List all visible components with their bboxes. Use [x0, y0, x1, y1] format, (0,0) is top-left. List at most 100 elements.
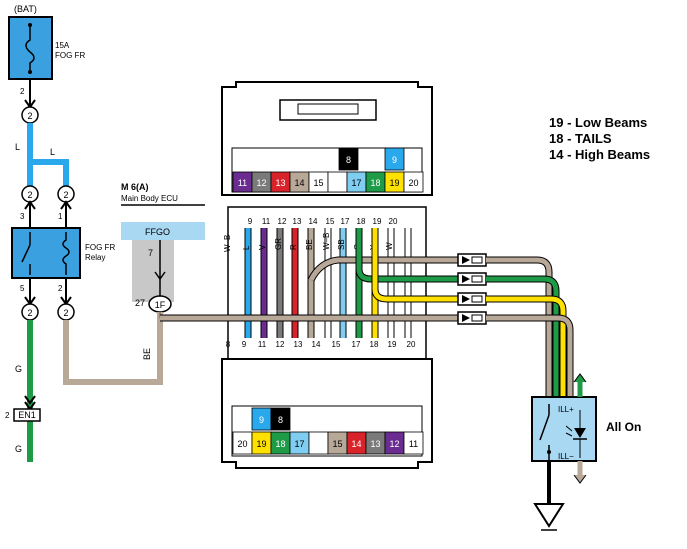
harness-bottom-number: 13 — [294, 340, 303, 349]
en1-label: EN1 — [18, 410, 36, 420]
bat-label: (BAT) — [14, 4, 37, 14]
wire-code-label: BE — [142, 348, 152, 360]
connector-pin-label: 2 — [27, 190, 32, 200]
led-ray-icon — [565, 425, 573, 432]
ecu-pin-name: FFGO — [145, 227, 170, 237]
harness-top-number: 18 — [357, 217, 366, 226]
connector-pin-label: 2 — [63, 190, 68, 200]
legend-line: 18 - TAILS — [549, 131, 612, 146]
fuse-pin-label: 2 — [20, 87, 25, 96]
harness-top-number: 17 — [341, 217, 350, 226]
connector-cell-label: 15 — [313, 178, 323, 188]
connector-cell-label: 12 — [389, 439, 399, 449]
fuse-name-label: FOG FR — [55, 51, 85, 60]
harness-bottom-number: 11 — [258, 340, 267, 349]
connector-cell-label: 17 — [294, 439, 304, 449]
connector-cell — [403, 431, 424, 455]
all-on-label: All On — [606, 420, 641, 434]
ecu-pin-box — [121, 222, 205, 240]
ecu-conn-pin: 27 — [135, 298, 145, 308]
plug-arrow-icon — [462, 275, 470, 283]
plug-arrow-icon — [462, 314, 470, 322]
wire-beige-BE — [63, 313, 163, 385]
arrow-down-icon — [24, 395, 36, 405]
connector-cell — [338, 147, 359, 171]
wire-code-label: G — [15, 444, 22, 454]
wire-code-label: W–B — [223, 235, 232, 252]
plug-tip-icon — [471, 275, 483, 283]
right-wire — [486, 276, 559, 397]
harness-top-number: 19 — [373, 217, 382, 226]
wire-blue-L — [27, 123, 69, 186]
harness-bottom-number: 9 — [242, 340, 247, 349]
harness-bottom-number: 12 — [276, 340, 285, 349]
wire-code-label: R — [289, 244, 298, 250]
connector-cell-label: 9 — [259, 415, 264, 425]
fuse-terminal-icon — [28, 70, 32, 74]
harness-bottom-number: 15 — [332, 340, 341, 349]
connector-cell-label: 17 — [351, 178, 361, 188]
plug-arrow-icon — [462, 295, 470, 303]
right-wire — [356, 240, 458, 282]
legend-line: 19 - Low Beams — [549, 115, 647, 130]
connector-cell — [327, 171, 348, 193]
plug-arrow-icon — [462, 256, 470, 264]
relay-switch-icon — [21, 244, 31, 263]
harness-top-number: 13 — [293, 217, 302, 226]
top-connector-latch — [297, 103, 359, 115]
connector-cell-label: 12 — [256, 178, 266, 188]
connector-cell-label: 20 — [237, 439, 247, 449]
switch-icon — [539, 414, 550, 441]
harness-top-number: 9 — [248, 217, 253, 226]
right-wires — [160, 240, 574, 397]
ecu-pin-no: 7 — [148, 248, 153, 258]
harness-bottom-number: 17 — [352, 340, 361, 349]
ecu-conn-id: 1F — [155, 300, 166, 310]
wire-code-label: L — [15, 142, 20, 152]
connector-cell — [270, 407, 291, 431]
connector-cell-label: 13 — [275, 178, 285, 188]
relay-name-label: FOG FR — [85, 243, 115, 252]
connector-cell-label: 18 — [275, 439, 285, 449]
wire-code-label: L — [242, 245, 251, 250]
wire-code-label: V — [258, 244, 267, 250]
fuse-symbol-icon — [25, 25, 35, 72]
connector-cell-label: 8 — [278, 415, 283, 425]
led-icon — [574, 428, 586, 438]
connector-pin-label: 2 — [27, 308, 32, 318]
connector-cell-label: 19 — [256, 439, 266, 449]
relay-pin-label: 5 — [20, 284, 25, 293]
harness-top-number: 12 — [278, 217, 287, 226]
plug-tip-icon — [471, 256, 483, 264]
relay-pin-label: 3 — [20, 212, 25, 221]
connector-cell-label: 14 — [294, 178, 304, 188]
fuse-amp-label: 15A — [55, 41, 70, 50]
relay-box — [11, 227, 81, 279]
ecu-gray-block — [132, 240, 174, 302]
connector-cell-label: 13 — [370, 439, 380, 449]
fuse-terminal-icon — [28, 23, 32, 27]
wire-code-label: GR — [274, 238, 283, 250]
wire-code-label: L — [50, 147, 55, 157]
legend-line: 14 - High Beams — [549, 147, 650, 162]
harness-top-number: 11 — [262, 217, 271, 226]
harness-bottom-number: 18 — [370, 340, 379, 349]
relay-pin-label: 2 — [58, 284, 63, 293]
harness-bottom-number: 14 — [312, 340, 321, 349]
harness-top-number: 20 — [389, 217, 398, 226]
connector-cell-label: 15 — [332, 439, 342, 449]
ill-plus-label: ILL+ — [558, 405, 574, 414]
relay-pin-label: 1 — [58, 212, 63, 221]
connector-cell — [403, 171, 424, 193]
relay-sub-label: Relay — [85, 253, 105, 262]
wire-code-label: SB — [337, 239, 346, 250]
arrow-down-icon — [573, 474, 587, 484]
wire-code-label: W — [385, 242, 394, 250]
en1-pin-label: 2 — [5, 411, 10, 420]
ill-minus-label: ILL− — [558, 452, 574, 461]
wire-code-label: W–B — [322, 233, 331, 250]
ground-icon — [533, 503, 565, 528]
harness-top-number: 15 — [326, 217, 335, 226]
plug-tip-icon — [471, 314, 483, 322]
